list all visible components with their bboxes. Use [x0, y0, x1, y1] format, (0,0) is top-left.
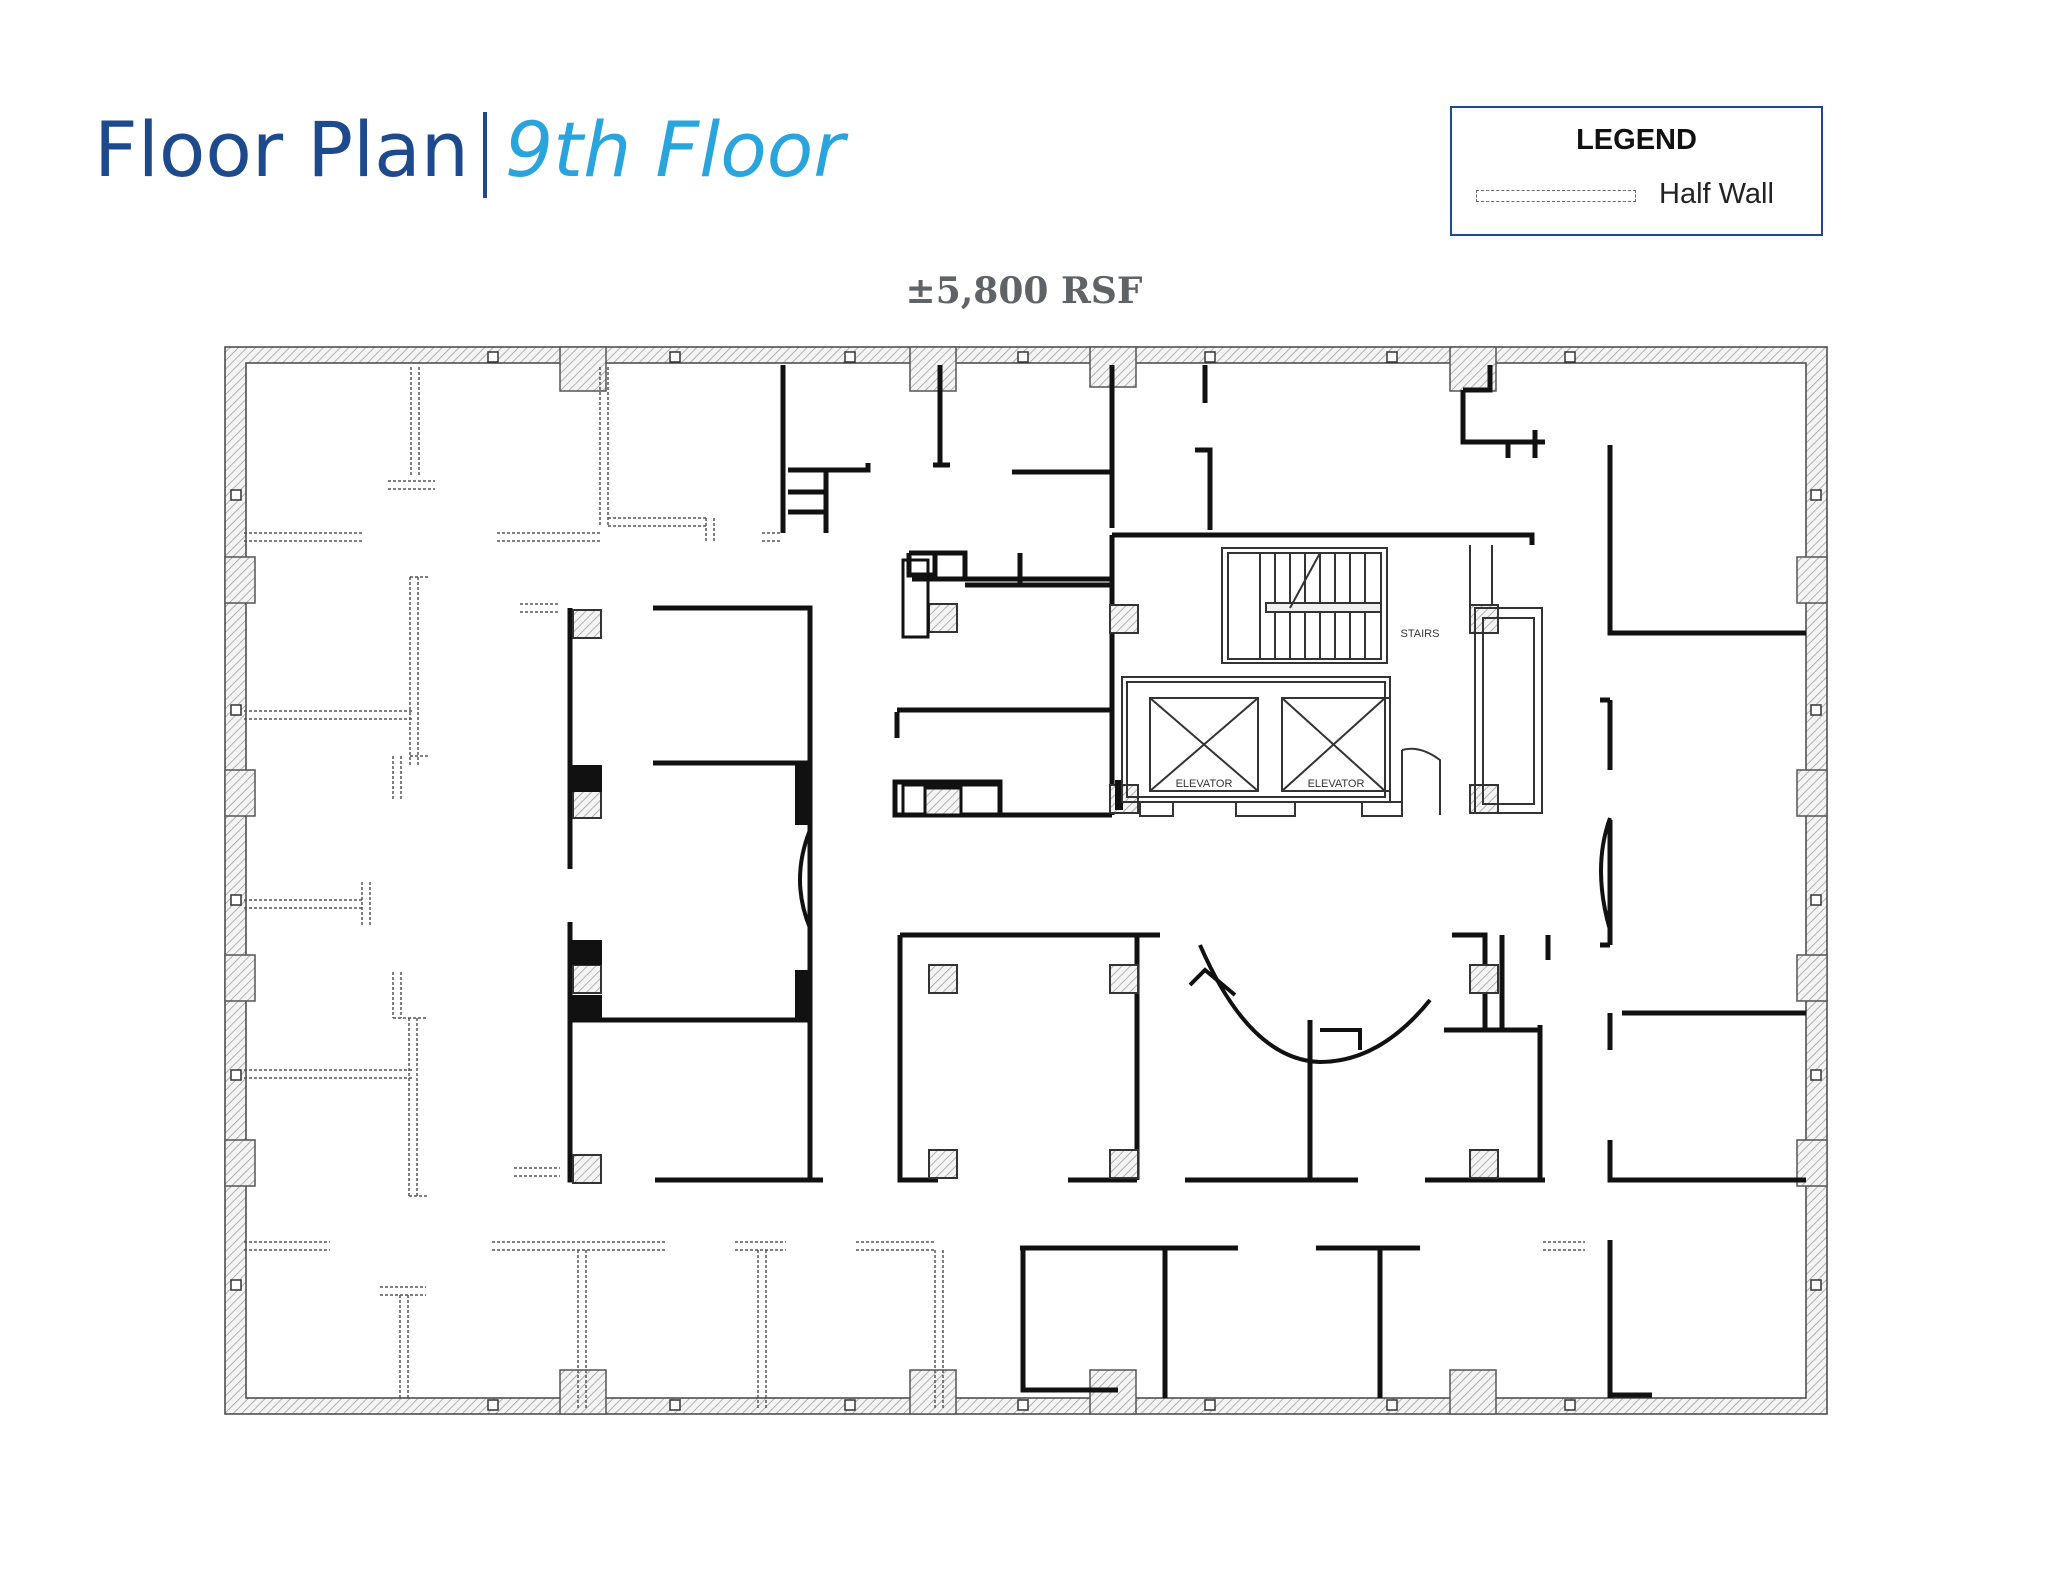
title-separator: [482, 112, 487, 198]
stairs: [1221, 547, 1388, 664]
elevator-shaft: [1121, 676, 1441, 817]
half-walls: [244, 367, 1585, 1408]
elevator-2-label: ELEVATOR: [1308, 778, 1365, 790]
solid-wall-blocks: [570, 765, 1123, 1022]
title-subtitle: 9th Floor: [504, 105, 845, 194]
shaft-right: [1469, 545, 1543, 814]
exterior-wall: [224, 346, 1828, 1415]
interior-columns: [572, 603, 1499, 1184]
half-wall-swatch: [1476, 190, 1636, 202]
stairs-label: STAIRS: [1401, 628, 1440, 640]
window-mullions: [230, 351, 1822, 1411]
millwork: [901, 558, 1003, 818]
interior-walls: [567, 365, 1806, 1398]
legend-box: LEGEND Half Wall: [1450, 106, 1823, 236]
title-main: Floor Plan: [94, 105, 469, 194]
legend-item-label: Half Wall: [1659, 178, 1774, 210]
area-label: ±5,800 RSF: [905, 270, 1143, 312]
elevator-1-label: ELEVATOR: [1176, 778, 1233, 790]
page-title: Floor Plan 9th Floor: [94, 104, 844, 198]
legend-heading: LEGEND: [1576, 124, 1697, 156]
curved-walls: [798, 817, 1612, 1065]
